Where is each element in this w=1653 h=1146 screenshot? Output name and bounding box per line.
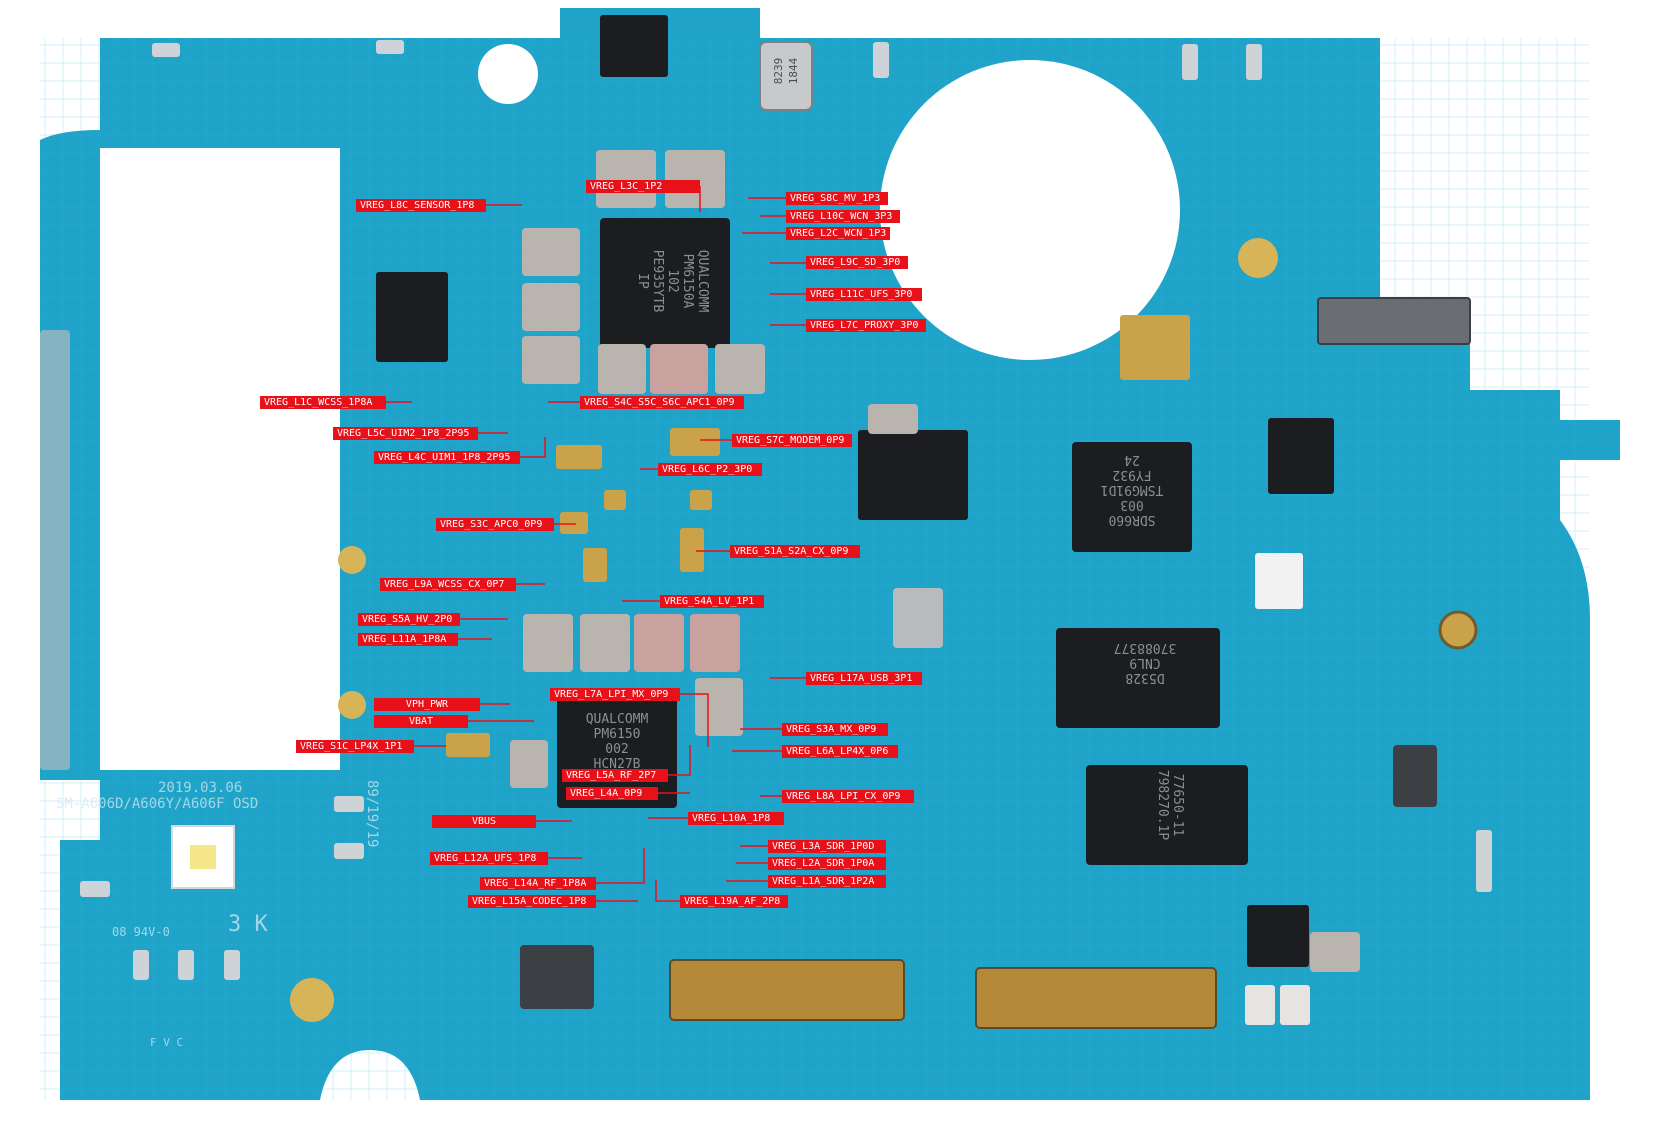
silkscreen-rev: 3 K — [228, 912, 268, 937]
white-component — [1255, 553, 1303, 609]
silkscreen-stamp: 89/19/19 — [364, 780, 380, 848]
label-vreg-s7c-modem-0p9: VREG_S7C_MODEM_0P9 — [732, 434, 852, 447]
label-vreg-l3c-1p2: VREG_L3C_1P2 — [586, 180, 700, 193]
leader-lines — [386, 186, 806, 902]
small-pads — [80, 40, 1492, 980]
capacitor-pads — [446, 428, 720, 757]
label-vreg-l17a-usb-3p1: VREG_L17A_USB_3P1 — [806, 672, 922, 685]
label-vreg-l7c-proxy-3p0: VREG_L7C_PROXY_3P0 — [806, 319, 926, 332]
label-vreg-l14a-rf-1p8a: VREG_L14A_RF_1P8A — [480, 877, 596, 890]
label-vreg-s3c-apc0-0p9: VREG_S3C_APC0_0P9 — [436, 518, 554, 531]
side-connector — [1393, 745, 1437, 807]
label-vreg-l9a-wcss-cx-0p7: VREG_L9A_WCSS_CX_0P7 — [380, 578, 516, 591]
camera-cutout — [880, 60, 1180, 360]
small-chip — [600, 15, 668, 77]
label-vreg-l8c-sensor-1p8: VREG_L8C_SENSOR_1P8 — [356, 199, 486, 212]
test-pad — [338, 546, 366, 574]
label-vreg-l11c-ufs-3p0: VREG_L11C_UFS_3P0 — [806, 288, 922, 301]
label-vreg-l5c-uim2-1p8-2p95: VREG_L5C_UIM2_1P8_2P95 — [333, 427, 478, 440]
flash-led-die — [190, 845, 216, 869]
mount-hole — [478, 44, 538, 104]
rf-transceiver-chip — [1072, 442, 1192, 552]
label-vreg-s8c-mv-1p3: VREG_S8C_MV_1P3 — [786, 192, 888, 205]
screw-pad — [290, 978, 334, 1022]
bottom-connector-right — [975, 967, 1217, 1029]
label-vreg-l9c-sd-3p0: VREG_L9C_SD_3P0 — [806, 256, 908, 269]
label-vreg-s3a-mx-0p9: VREG_S3A_MX_0P9 — [782, 723, 888, 736]
label-vreg-s1a-s2a-cx-0p9: VREG_S1A_S2A_CX_0P9 — [730, 545, 860, 558]
label-vph-pwr: VPH_PWR — [374, 698, 480, 711]
label-vreg-l15a-codec-1p8: VREG_L15A_CODEC_1P8 — [468, 895, 596, 908]
metal-bracket — [40, 330, 70, 770]
label-vreg-l3a-sdr-1p0d: VREG_L3A_SDR_1P0D — [768, 840, 886, 853]
label-vbat: VBAT — [374, 715, 468, 728]
label-vreg-l6a-lp4x-0p6: VREG_L6A_LP4X_0P6 — [782, 745, 898, 758]
label-vreg-l19a-af-2p8: VREG_L19A_AF_2P8 — [680, 895, 788, 908]
small-chip — [1268, 418, 1334, 494]
label-vreg-l1a-sdr-1p2a: VREG_L1A_SDR_1P2A — [768, 875, 886, 888]
pmic-top-chip — [600, 218, 730, 348]
test-pad — [338, 691, 366, 719]
modem-chip — [858, 430, 968, 520]
label-vreg-s1c-lp4x-1p1: VREG_S1C_LP4X_1P1 — [296, 740, 414, 753]
wifi-chip — [376, 272, 448, 362]
small-connector — [520, 945, 594, 1009]
label-vreg-l5a-rf-2p7: VREG_L5A_RF_2P7 — [562, 769, 668, 782]
inductor — [893, 588, 943, 648]
label-vreg-s4c-s5c-s6c-apc1-0p9: VREG_S4C_S5C_S6C_APC1_0P9 — [580, 396, 744, 409]
label-vreg-l8a-lpi-cx-0p9: VREG_L8A_LPI_CX_0P9 — [782, 790, 914, 803]
crystal-oscillator — [759, 41, 813, 111]
top-connector — [1317, 297, 1471, 345]
silkscreen-code: 08 94V-0 — [112, 925, 170, 939]
flash-led — [171, 825, 235, 889]
screw-pad — [1238, 238, 1278, 278]
board-cutout-left — [100, 148, 340, 770]
pmic-top-marking: QUALCOMM PM6150A 102 PE935YTB IP — [635, 249, 710, 313]
crystal-marking: 8239 1844 — [772, 57, 800, 85]
pa-module-chip — [1056, 628, 1220, 728]
fem-module-marking: 77650-11 798270.1P — [1155, 769, 1185, 841]
datamatrix-pad — [1120, 315, 1190, 380]
bottom-connector-left — [669, 959, 905, 1021]
label-vreg-l11a-1p8a: VREG_L11A_1P8A — [358, 633, 458, 646]
inductor-array — [510, 150, 1360, 1025]
label-vreg-l10c-wcn-3p3: VREG_L10C_WCN_3P3 — [786, 210, 900, 223]
antenna-connector — [1438, 610, 1478, 650]
silkscreen-date: 2019.03.06 — [158, 780, 243, 796]
label-vreg-l2a-sdr-1p0a: VREG_L2A_SDR_1P0A — [768, 857, 886, 870]
silkscreen-pins: F V C — [150, 1036, 184, 1049]
label-vbus: VBUS — [432, 815, 536, 828]
small-chip — [1247, 905, 1309, 967]
pa-module-marking: D5328 CNL9 37088377 — [1113, 640, 1177, 685]
label-vreg-l2c-wcn-1p3: VREG_L2C_WCN_1P3 — [786, 227, 890, 240]
label-vreg-l6c-p2-3p0: VREG_L6C_P2_3P0 — [658, 463, 762, 476]
label-vreg-l10a-1p8: VREG_L10A_1P8 — [688, 812, 784, 825]
fem-module-chip — [1086, 765, 1248, 865]
pmic-bottom-marking: QUALCOMM PM6150 002 HCN27B — [585, 712, 649, 772]
label-vreg-l1c-wcss-1p8a: VREG_L1C_WCSS_1P8A — [260, 396, 386, 409]
label-vreg-l7a-lpi-mx-0p9: VREG_L7A_LPI_MX_0P9 — [550, 688, 680, 701]
silkscreen-model: SM-A606D/A606Y/A606F OSD — [56, 796, 259, 812]
label-vreg-s4a-lv-1p1: VREG_S4A_LV_1P1 — [660, 595, 764, 608]
label-vreg-l4c-uim1-1p8-2p95: VREG_L4C_UIM1_1P8_2P95 — [374, 451, 520, 464]
label-vreg-s5a-hv-2p0: VREG_S5A_HV_2P0 — [358, 613, 460, 626]
label-vreg-l4a-0p9: VREG_L4A_0P9 — [566, 787, 658, 800]
label-vreg-l12a-ufs-1p8: VREG_L12A_UFS_1P8 — [430, 852, 548, 865]
rf-transceiver-marking: SDR660 003 TSMG91D1 FY932 24 — [1100, 452, 1164, 527]
